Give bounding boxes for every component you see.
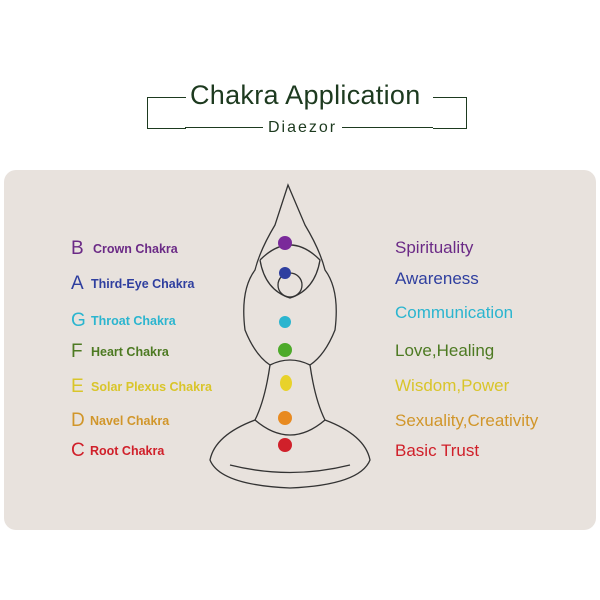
chakra-dot-crown [278, 236, 292, 250]
chakra-name: Root Chakra [90, 444, 165, 458]
chakra-dot-heart [278, 343, 292, 357]
chakra-letter: F [71, 341, 83, 362]
chakra-dot-third-eye [279, 267, 291, 279]
chakra-letter: D [71, 410, 85, 431]
chakra-dot-root [278, 438, 292, 452]
chakra-letter: B [71, 238, 84, 259]
chakra-meaning: Sexuality,Creativity [395, 411, 539, 430]
page-title: Chakra Application [190, 80, 421, 110]
chakra-meaning: Communication [395, 303, 514, 322]
chakra-meaning: Love,Healing [395, 341, 495, 360]
chakra-meaning: Spirituality [395, 238, 474, 257]
chakra-meaning: Awareness [395, 269, 479, 288]
chakra-name: Crown Chakra [93, 242, 178, 256]
chakra-meaning: Wisdom,Power [395, 376, 510, 395]
chakra-name: Solar Plexus Chakra [91, 380, 212, 394]
brand-name: Diaezor [268, 119, 338, 136]
chakra-name: Third-Eye Chakra [91, 277, 195, 291]
chakra-dot-throat [279, 316, 291, 328]
chakra-name: Throat Chakra [91, 314, 176, 328]
chakra-letter: C [71, 440, 85, 461]
chakra-letter: E [71, 376, 84, 397]
chakra-letter: A [71, 273, 84, 294]
chakra-meaning: Basic Trust [395, 441, 480, 460]
brand-line-right [342, 127, 433, 128]
meditation-figure [209, 183, 371, 489]
chakra-name: Heart Chakra [91, 345, 169, 359]
chakra-panel [4, 170, 596, 530]
title-frame-left [147, 97, 186, 129]
brand-line-left [185, 127, 263, 128]
chakra-letter: G [71, 310, 86, 331]
chakra-name: Navel Chakra [90, 414, 170, 428]
chakra-dot-navel [278, 411, 292, 425]
chakra-dot-solar-plexus [280, 375, 292, 391]
title-frame-right [433, 97, 467, 129]
